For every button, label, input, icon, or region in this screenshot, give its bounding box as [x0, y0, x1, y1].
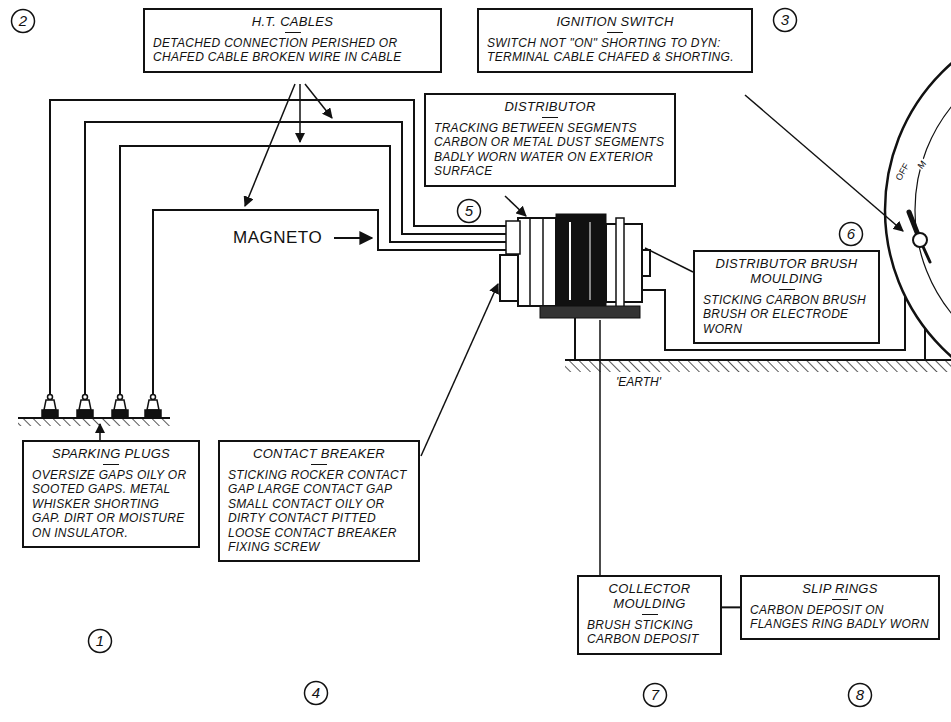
- callout-number: 6: [838, 221, 864, 247]
- magneto: [542, 218, 544, 306]
- plug-ground: [18, 418, 170, 426]
- callout-number: 8: [847, 682, 873, 708]
- switch-position: M: [915, 158, 929, 172]
- magneto: [569, 222, 571, 300]
- leader-arrow: [745, 95, 903, 231]
- magneto: [556, 214, 606, 308]
- callout-number: 7: [642, 682, 668, 708]
- sparking-plug: [79, 400, 91, 410]
- sparking-plug: [112, 410, 128, 418]
- leader-arrow: [334, 237, 372, 239]
- magneto: [529, 218, 531, 306]
- sparking-plug: [118, 395, 123, 400]
- magneto: [518, 218, 556, 306]
- fault-box: SPARKING PLUGS OVERSIZE GAPS OILY OR SOOT…: [22, 440, 200, 548]
- sparking-plug: [42, 395, 161, 419]
- box-heading: SPARKING PLUGS: [32, 447, 190, 465]
- box-heading: IGNITION SWITCH: [487, 15, 743, 33]
- fault-list: STICKING ROCKER CONTACT GAP LARGE CONTAC…: [228, 468, 410, 554]
- earth-bar: [565, 360, 951, 372]
- callout-number: 5: [456, 198, 482, 224]
- fault-list: CARBON DEPOSIT ON FLANGES RING BADLY WOR…: [750, 603, 930, 632]
- callout-number: 4: [303, 680, 329, 706]
- fault-box: IGNITION SWITCH SWITCH NOT "ON" SHORTING …: [477, 8, 753, 73]
- sparking-plug: [48, 395, 53, 400]
- callout-number: 6: [838, 221, 864, 247]
- fault-box: DISTRIBUTOR BRUSH MOULDINGSTICKING CARBO…: [693, 250, 880, 344]
- callout-number: 8: [847, 682, 873, 708]
- callout-number: 2: [10, 8, 36, 34]
- sparking-plug: [145, 410, 161, 418]
- sparking-plug: [42, 410, 58, 418]
- magneto: [590, 222, 591, 300]
- fault-list: OVERSIZE GAPS OILY OR SOOTED GAPS. METAL…: [32, 468, 190, 540]
- ignition-switch: [885, 15, 951, 405]
- callout-number: 5: [456, 198, 482, 224]
- leader-arrow: [100, 84, 903, 456]
- callout-number: 7: [642, 682, 668, 708]
- sparking-plug: [114, 400, 126, 410]
- earth-bar: [565, 360, 951, 372]
- connector-line: [722, 606, 740, 608]
- sparking-plug: [77, 410, 93, 418]
- magneto: [500, 214, 650, 318]
- callout-number: 1: [87, 628, 113, 654]
- callout-number: 3: [772, 7, 798, 33]
- plug-ground: [18, 418, 170, 426]
- leader-arrow: [421, 284, 498, 456]
- ignition-switch: [913, 233, 927, 247]
- callout-number: 2: [10, 8, 36, 34]
- sparking-plug: [83, 395, 88, 400]
- ignition-switch: [885, 15, 951, 405]
- lt-wire: [924, 328, 926, 360]
- leader-arrow: [305, 84, 332, 118]
- earth-bar: [565, 359, 951, 361]
- callout-number: 3: [772, 7, 798, 33]
- leader-arrow: [505, 196, 526, 216]
- ht-wire: [153, 210, 508, 396]
- switch-position: OFF: [893, 161, 912, 183]
- leader-line: [600, 248, 693, 575]
- lt-wire: [574, 318, 576, 360]
- fault-box: SLIP RINGS CARBON DEPOSIT ON FLANGES RING…: [740, 575, 940, 640]
- callout-number: 1: [87, 628, 113, 654]
- magneto: [540, 306, 640, 318]
- fault-box: DISTRIBUTOR TRACKING BETWEEN SEGMENTS CAR…: [424, 93, 676, 187]
- fault-list: SWITCH NOT "ON" SHORTING TO DYN: TERMINA…: [487, 36, 743, 65]
- leader-arrow: [245, 84, 295, 206]
- leader-arrow: [99, 424, 101, 440]
- sparking-plug: [44, 400, 56, 410]
- ignition-switch: [915, 45, 951, 375]
- magneto: [616, 218, 624, 308]
- fault-box: COLLECTOR MOULDING BRUSH STICKING CARBON …: [577, 575, 722, 655]
- earth-label: 'EARTH': [615, 375, 662, 389]
- fault-box: H.T. CABLES DETACHED CONNECTION PERISHED …: [143, 8, 442, 73]
- fault-list: BRUSH STICKING CARBON DEPOSIT: [587, 618, 712, 647]
- fault-list: DETACHED CONNECTION PERISHED OR CHAFED C…: [153, 36, 432, 65]
- box-heading: SLIP RINGS: [750, 582, 930, 600]
- magneto: [500, 255, 518, 301]
- leader-line: [645, 248, 693, 272]
- box-heading: DISTRIBUTOR: [434, 100, 666, 118]
- leader-arrow: [299, 84, 301, 142]
- sparking-plug: [151, 395, 156, 400]
- box-heading: DISTRIBUTOR BRUSH MOULDING: [703, 257, 870, 290]
- fault-box: CONTACT BREAKER STICKING ROCKER CONTACT G…: [218, 440, 420, 562]
- fault-list: STICKING CARBON BRUSH BRUSH OR ELECTRODE…: [703, 293, 870, 336]
- magneto: [506, 221, 520, 254]
- box-heading: COLLECTOR MOULDING: [587, 582, 712, 615]
- leader-line: [599, 320, 601, 575]
- fault-list: TRACKING BETWEEN SEGMENTS CARBON OR META…: [434, 121, 666, 179]
- box-heading: CONTACT BREAKER: [228, 447, 410, 465]
- callout-number: 4: [303, 680, 329, 706]
- part-label: MAGNETO: [232, 228, 323, 248]
- sparking-plug: [147, 400, 159, 410]
- magneto: [642, 250, 650, 276]
- box-heading: H.T. CABLES: [153, 15, 432, 33]
